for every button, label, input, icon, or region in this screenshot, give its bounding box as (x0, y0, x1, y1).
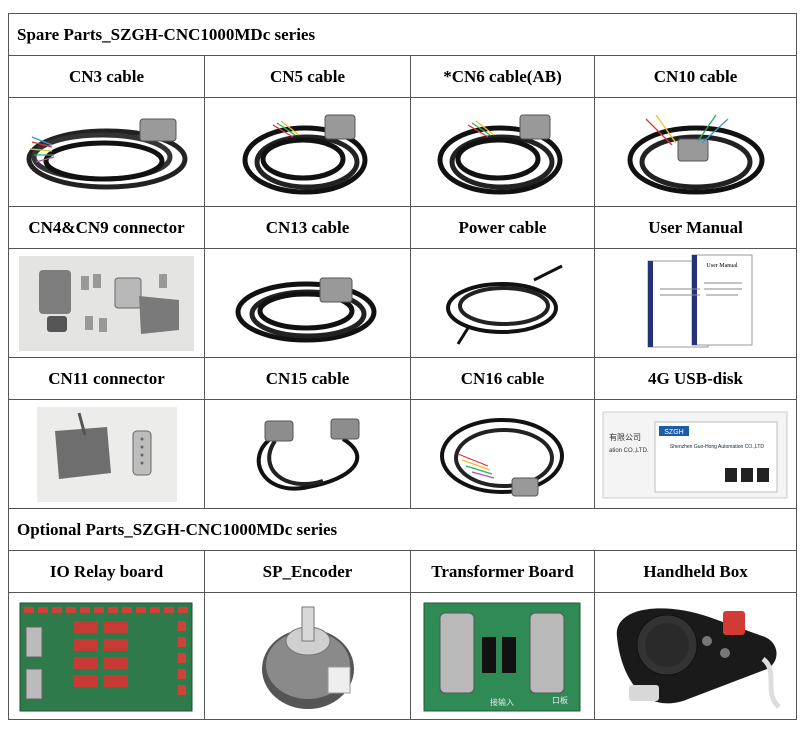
cn10-cable-label: CN10 cable (593, 55, 798, 98)
4g-usb-disk-label: 4G USB-disk (593, 357, 798, 400)
cn6-cable-label: *CN6 cable(AB) (410, 55, 595, 98)
cn11-connector-label: CN11 connector (8, 357, 205, 400)
cn15-cable-photo (204, 399, 411, 509)
manual-cover-title: User Manual (706, 263, 737, 269)
handheld-box-photo (593, 592, 798, 720)
cn5-cable-photo (204, 97, 411, 207)
power-cable-label: Power cable (410, 206, 595, 249)
cn3-cable-label: CN3 cable (8, 55, 205, 98)
io-relay-board-photo (8, 592, 205, 720)
user-manual-label: User Manual (593, 206, 798, 249)
usb-brand: SZGH (664, 429, 683, 436)
cn11-connector-photo (8, 399, 205, 509)
spare-parts-title: Spare Parts_SZGH-CNC1000MDc series (7, 13, 798, 56)
cn4-cn9-connector-label: CN4&CN9 connector (8, 206, 205, 249)
transformer-cn: 口板 (552, 695, 568, 705)
cn4-cn9-connector-photo (8, 248, 205, 358)
cn13-cable-photo (204, 248, 411, 358)
cn15-cable-label: CN15 cable (204, 357, 411, 400)
sp-encoder-photo (204, 592, 411, 720)
cn10-cable-photo (593, 97, 798, 207)
parts-table: Spare Parts_SZGH-CNC1000MDc series CN3 c… (7, 13, 798, 737)
sp-encoder-label: SP_Encoder (204, 550, 411, 593)
handheld-box-label: Handheld Box (593, 550, 798, 593)
transformer-board-label: Transformer Board (410, 550, 595, 593)
usb-company: Shenzhen Guo-Hong Automation CO.,LTD (669, 444, 764, 450)
usb-cn: 有限公司 (609, 432, 641, 442)
transformer-board-photo: 口板 接输入 (410, 592, 595, 720)
power-cable-photo (410, 248, 595, 358)
4g-usb-disk-photo: SZGH Shenzhen Guo-Hong Automation CO.,LT… (593, 399, 798, 509)
user-manual-photo: User Manual (593, 248, 798, 358)
usb-ltd: ation CO.,LTD. (609, 448, 649, 454)
cn16-cable-photo (410, 399, 595, 509)
transformer-input: 接输入 (490, 697, 514, 707)
optional-parts-title: Optional Parts_SZGH-CNC1000MDc series (7, 508, 798, 551)
cn3-cable-photo (8, 97, 205, 207)
cn6-cable-photo (410, 97, 595, 207)
cn16-cable-label: CN16 cable (410, 357, 595, 400)
cn5-cable-label: CN5 cable (204, 55, 411, 98)
cn13-cable-label: CN13 cable (204, 206, 411, 249)
io-relay-board-label: IO Relay board (8, 550, 205, 593)
